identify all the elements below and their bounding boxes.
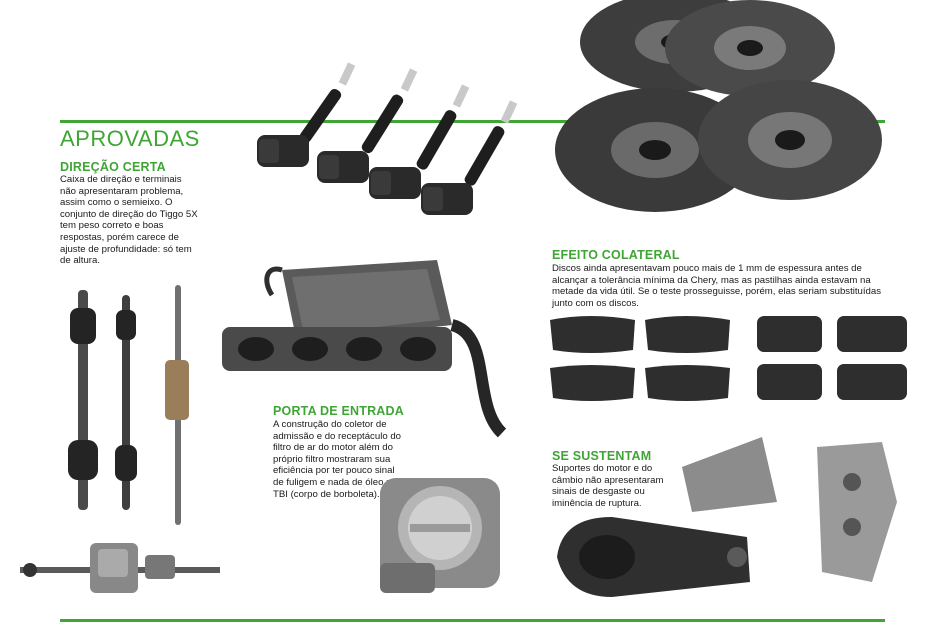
efeito-text: Discos ainda apresentavam pouco mais de … [552, 263, 882, 309]
top-rule [60, 120, 885, 123]
throttle-body-image [370, 468, 505, 598]
efeito-heading: EFEITO COLATERAL [552, 248, 680, 262]
porta-heading: PORTA DE ENTRADA [273, 404, 404, 418]
section-title: APROVADAS [60, 126, 200, 151]
driveshafts-steering-image [60, 280, 210, 530]
direcao-heading: DIREÇÃO CERTA [60, 160, 166, 174]
sustentam-text: Suportes do motor e do câmbio não aprese… [552, 463, 664, 509]
brake-pads-image [545, 312, 915, 404]
direcao-text: Caixa de direção e terminais não apresen… [60, 174, 198, 267]
brake-discs-image [555, 0, 885, 235]
bottom-rule [60, 619, 885, 622]
ignition-coils-image [245, 55, 530, 230]
intake-manifold-image [222, 255, 522, 445]
porta-text: A construção do coletor de admissão e do… [273, 419, 401, 500]
engine-mounts-image [552, 432, 917, 607]
sustentam-heading: SE SUSTENTAM [552, 449, 652, 463]
steering-column-image [20, 535, 220, 603]
